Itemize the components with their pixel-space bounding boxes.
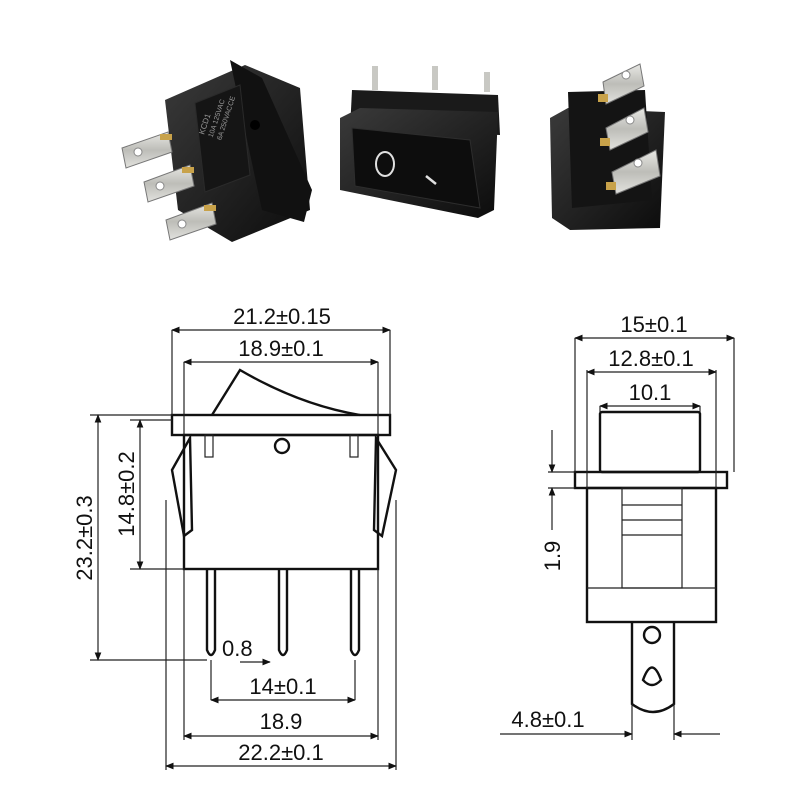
right-snap-clip <box>372 433 398 539</box>
mounting-dot <box>273 437 291 455</box>
photo-terminal <box>121 131 173 169</box>
photo-terminal <box>143 164 195 203</box>
dim-label-left-inner: 14.8±0.2 <box>114 451 139 536</box>
rocker-outline <box>210 368 361 417</box>
dim-label-pin-pitch: 14±0.1 <box>249 674 316 699</box>
switch-photo-terminal-side <box>550 63 665 230</box>
dim-label-pin-width: 0.8 <box>222 636 253 661</box>
dim-label-side-top-mid: 12.8±0.1 <box>608 346 693 371</box>
dim-label-side-top-inner: 10.1 <box>629 380 672 405</box>
pin-right <box>349 569 361 657</box>
side-center-rib <box>621 487 683 589</box>
internal-clip <box>204 434 214 458</box>
body-text-line-4: CE <box>227 95 237 107</box>
on-symbol-icon <box>425 175 437 185</box>
switch-body-outline <box>182 433 380 571</box>
switch-photo-angled-terminals: KCD1 10A 125VAC 6A 250VAC CE <box>121 60 312 242</box>
dim-label-body-width: 18.9 <box>260 709 303 734</box>
dim-label-flange: 1.9 <box>540 541 565 572</box>
pin-left <box>205 569 217 657</box>
dim-label-side-top-outer: 15±0.1 <box>620 312 687 337</box>
top-flange <box>170 413 392 437</box>
rocker-side <box>598 410 702 474</box>
dim-label-top-outer: 21.2±0.15 <box>233 304 331 329</box>
photo-terminal <box>165 202 217 241</box>
side-flange <box>573 470 729 490</box>
photo-terminal <box>600 107 649 151</box>
photo-terminal <box>598 63 645 105</box>
off-symbol-icon <box>375 151 395 177</box>
side-view-drawing: 15±0.1 12.8±0.1 10.1 1.9 4.8±0.1 <box>500 312 735 740</box>
photo-terminal <box>606 149 661 195</box>
side-body <box>585 486 718 624</box>
dim-label-left-outer: 23.2±0.3 <box>72 495 97 580</box>
dim-label-bottom-outer: 22.2±0.1 <box>238 740 323 765</box>
front-view-drawing: 21.2±0.15 18.9±0.1 23.2±0.3 14.8±0.2 0.8… <box>72 304 398 770</box>
internal-clip <box>349 434 359 458</box>
dim-label-terminal: 4.8±0.1 <box>511 707 584 732</box>
terminal-hole <box>642 625 662 645</box>
switch-photo-front-rocker <box>340 66 500 218</box>
terminal-slot <box>641 666 663 687</box>
pin-middle <box>277 569 289 657</box>
left-snap-clip <box>170 433 194 539</box>
dim-label-top-inner: 18.9±0.1 <box>238 336 323 361</box>
